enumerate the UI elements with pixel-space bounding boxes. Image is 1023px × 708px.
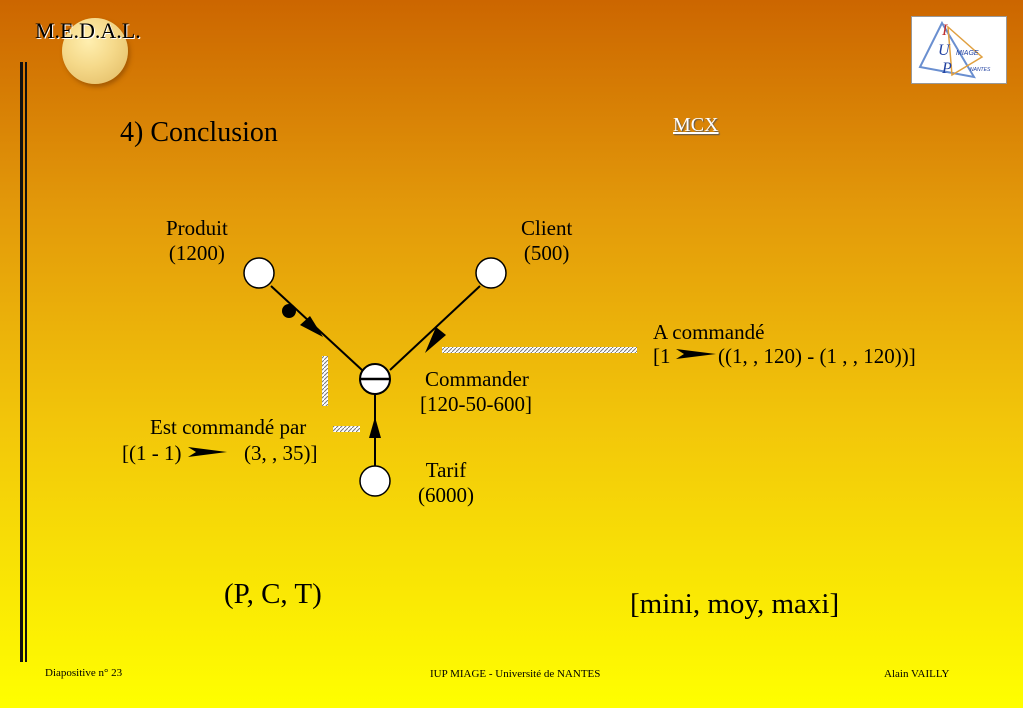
client-label: Client (500) (521, 216, 572, 266)
produit-node (243, 257, 275, 289)
left-border-bar (20, 62, 23, 662)
iup-miage-logo: I U P MIAGE NANTES (911, 16, 1007, 84)
arrow-produit (300, 316, 323, 337)
a-commande-left: [1 (653, 344, 671, 368)
tarif-count: (6000) (418, 483, 474, 507)
produit-link-dot (282, 304, 296, 318)
logo-letter-i: I (941, 22, 948, 39)
commander-name: Commander (425, 367, 529, 391)
produit-count: (1200) (168, 241, 225, 265)
left-border-bar-inner (25, 62, 27, 662)
slide-title: 4) Conclusion (120, 117, 278, 148)
client-node (475, 257, 507, 289)
footer-author: Alain VAILLY (884, 668, 950, 680)
footer-slide-number: Diapositive n° 23 (45, 667, 123, 679)
est-commande-label: Est commandé par (150, 415, 307, 439)
tarif-name: Tarif (425, 458, 467, 482)
a-commande-arrow-icon (676, 349, 716, 359)
logo-graphic: I U P MIAGE NANTES (918, 20, 991, 79)
mcx-link[interactable]: MCX (673, 114, 719, 136)
range-text: [mini, moy, maxi] (630, 588, 840, 620)
est-commande-right: (3, , 35)] (244, 441, 318, 465)
a-commande-connector (442, 347, 637, 353)
tarif-label: Tarif (6000) (418, 458, 474, 508)
tarif-node (359, 465, 391, 497)
est-commande-arrow-icon (188, 447, 227, 457)
est-commande-connector-horizontal (333, 426, 360, 432)
a-commande-right: ((1, , 120) - (1 , , 120))] (718, 344, 916, 368)
footer-center: IUP MIAGE - Université de NANTES (430, 668, 601, 680)
a-commande-label: A commandé (653, 320, 765, 344)
commander-stats: [120-50-600] (420, 392, 532, 416)
tuple-text: (P, C, T) (224, 578, 322, 610)
logo-letter-p: P (941, 60, 952, 77)
est-commande-connector-vertical (322, 356, 328, 406)
produit-label: Produit (1200) (166, 216, 228, 266)
arrow-client (425, 327, 446, 353)
client-count: (500) (523, 241, 570, 265)
est-commande-left: [(1 - 1) (122, 441, 182, 465)
logo-text-miage: MIAGE (956, 50, 979, 57)
commander-label: Commander [120-50-600] (420, 367, 532, 417)
client-name: Client (521, 216, 573, 240)
logo-letter-u: U (938, 42, 951, 59)
medal-icon (62, 18, 128, 84)
medal-title: M.E.D.A.L. (35, 18, 141, 43)
produit-name: Produit (166, 216, 228, 240)
link-client-commander (389, 285, 481, 371)
arrow-tarif (369, 417, 381, 438)
logo-text-nantes: NANTES (970, 67, 991, 73)
